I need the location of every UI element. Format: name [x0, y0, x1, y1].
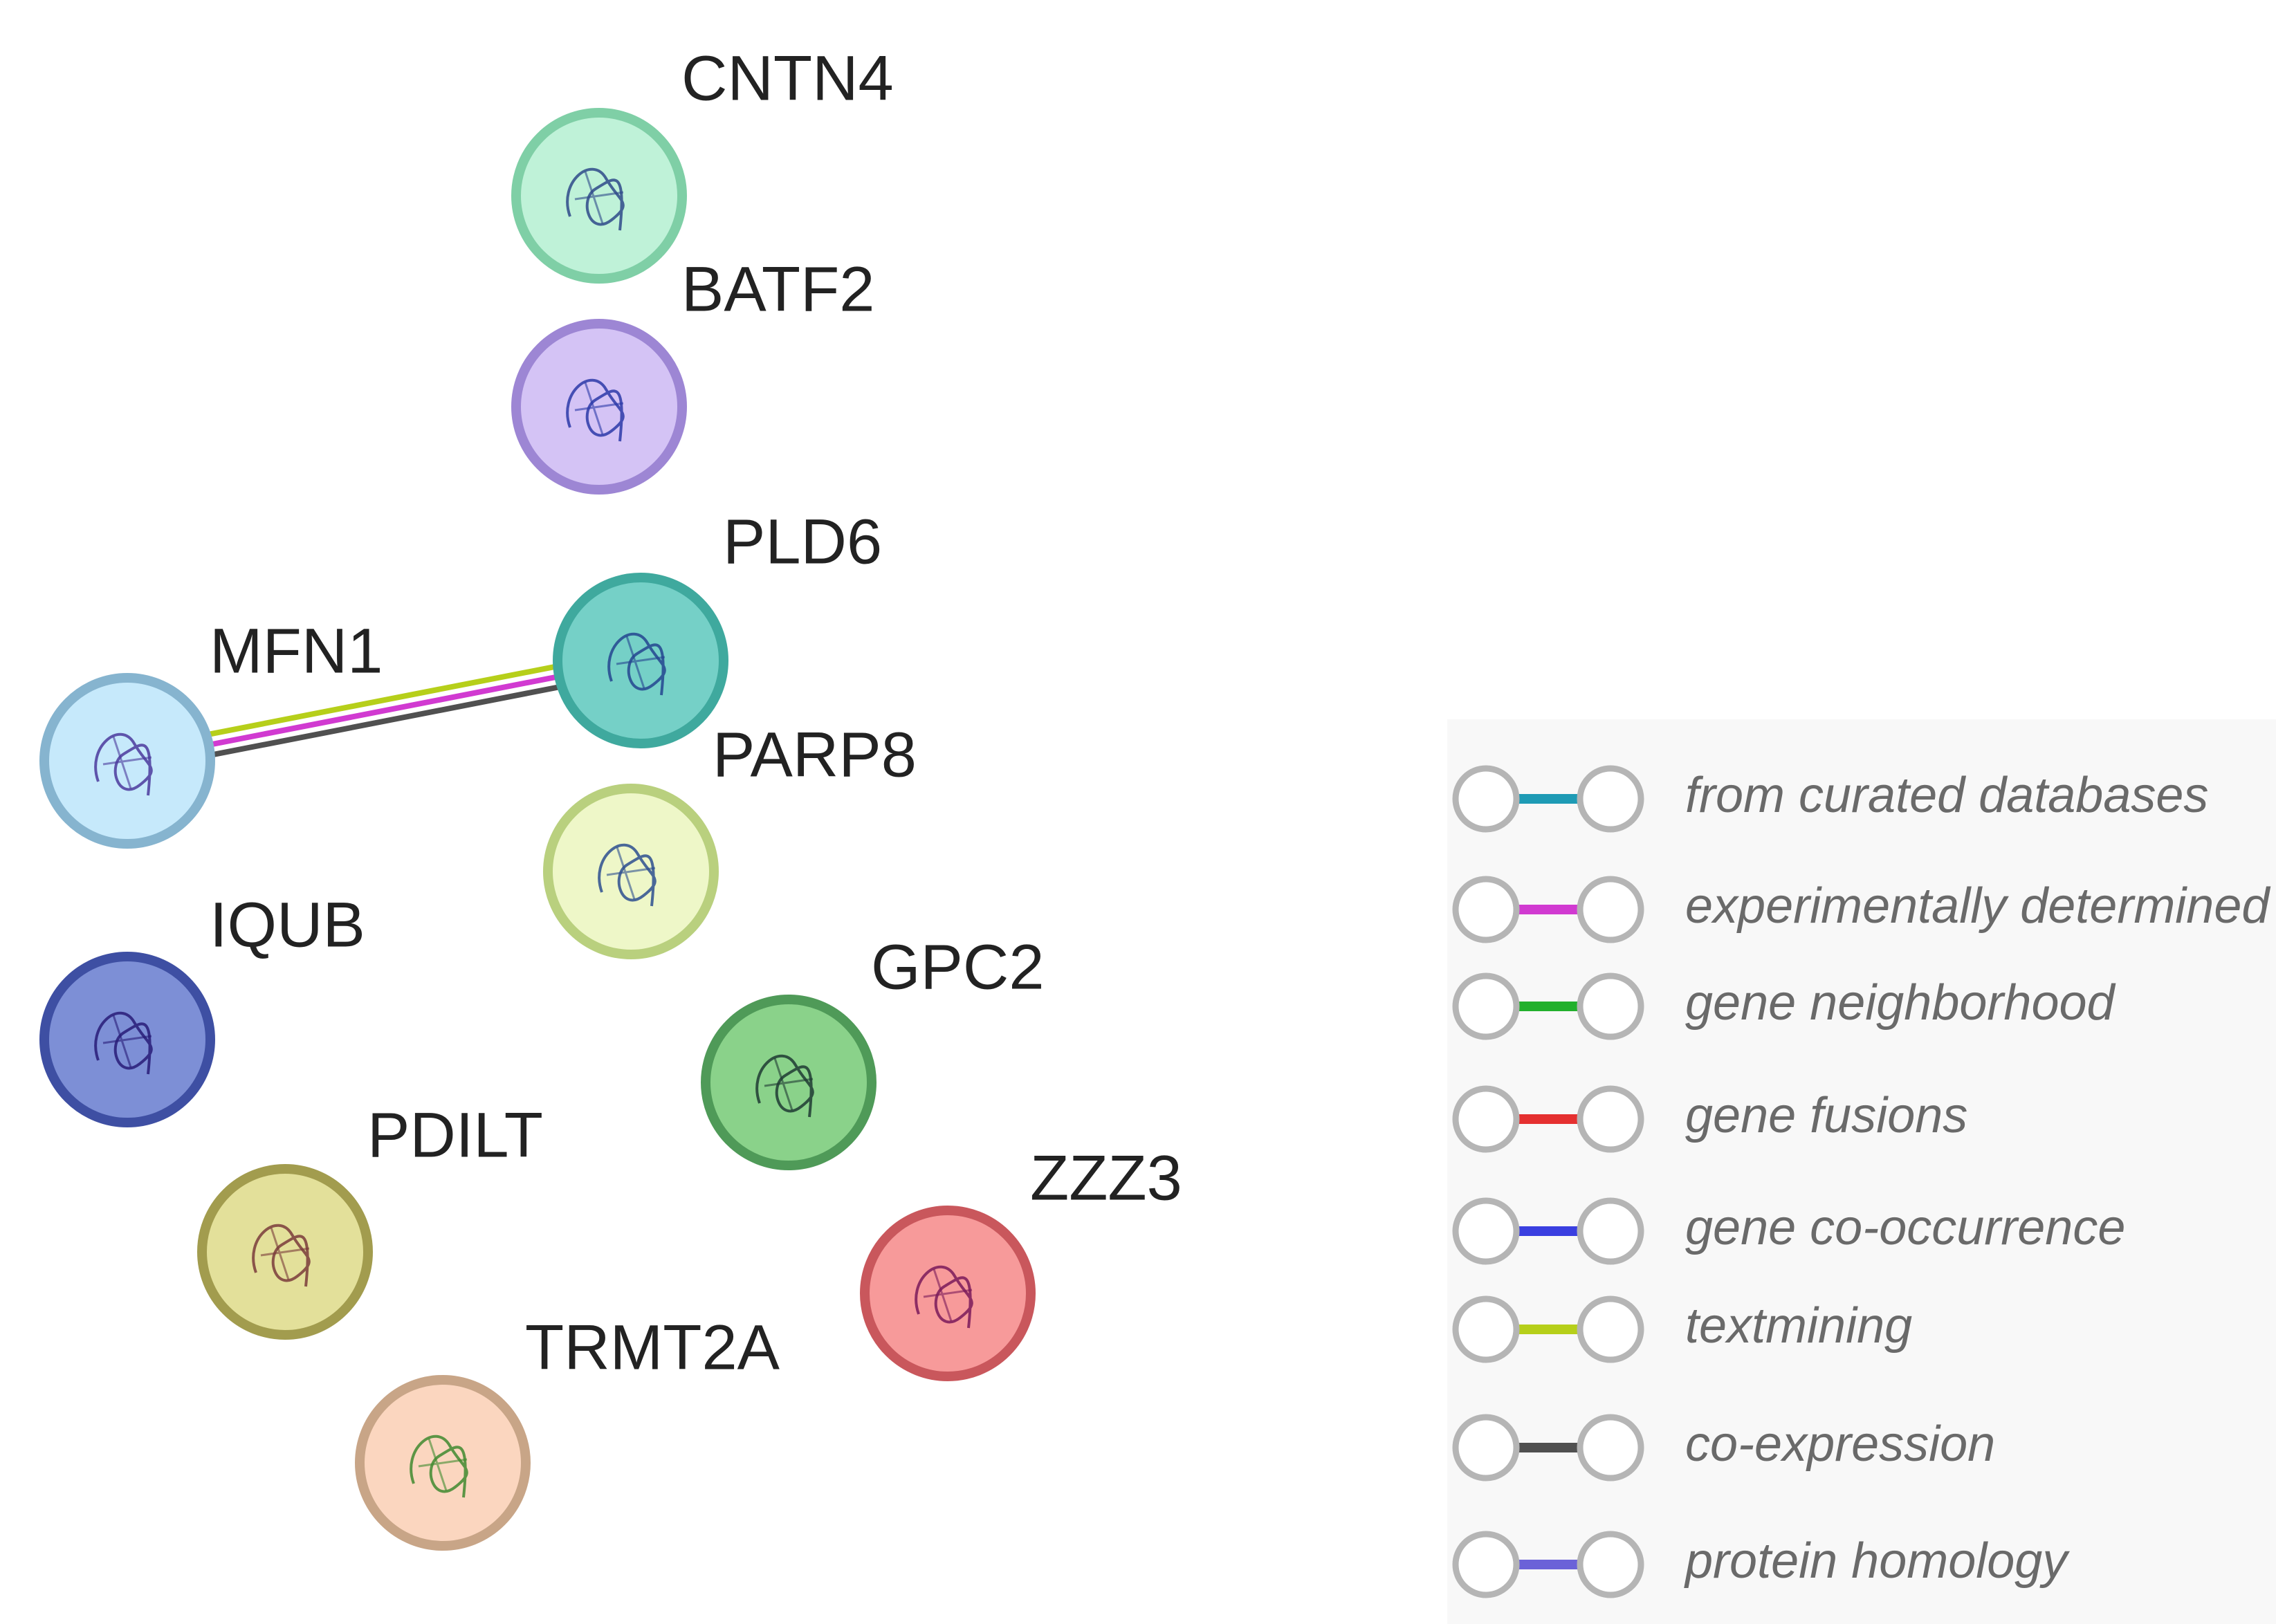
- node-label-pld6: PLD6: [723, 506, 882, 577]
- protein-strand: [606, 847, 656, 900]
- node-pdilt[interactable]: PDILT: [197, 1100, 543, 1340]
- protein-strand: [418, 1438, 468, 1491]
- legend-label-co-expression: co-expression: [1685, 1417, 1995, 1472]
- legend-label-protein-homology: protein homology: [1684, 1533, 2070, 1589]
- legend-node-left: [1452, 1414, 1520, 1482]
- legend-item-protein-homology: protein homology: [1452, 1531, 2070, 1598]
- protein-structure-icon: [566, 378, 625, 442]
- legend-node-left: [1452, 1085, 1520, 1153]
- protein-structure-icon: [252, 1224, 311, 1287]
- legend-node-left: [1452, 876, 1520, 943]
- protein-structure-icon: [566, 167, 625, 231]
- legend-node-right: [1577, 1414, 1644, 1482]
- legend-item-textmining: textmining: [1452, 1295, 1912, 1363]
- legend-item-co-expression: co-expression: [1452, 1414, 1995, 1482]
- protein-structure-icon: [607, 632, 666, 696]
- node-trmt2a[interactable]: TRMT2A: [355, 1312, 780, 1551]
- legend-node-left: [1452, 765, 1520, 833]
- protein-strand: [102, 1015, 152, 1068]
- legend-item-from-curated-databases: from curated databases: [1452, 765, 2208, 833]
- legend: from curated databases experimentally det…: [1447, 719, 2276, 1624]
- legend-node-right: [1577, 876, 1644, 943]
- node-label-zzz3: ZZZ3: [1030, 1143, 1182, 1213]
- node-pld6[interactable]: PLD6: [553, 506, 882, 748]
- legend-node-left: [1452, 1197, 1520, 1265]
- protein-strand: [102, 736, 152, 789]
- node-mfn1[interactable]: MFN1: [39, 616, 383, 849]
- protein-structure-icon: [915, 1265, 973, 1329]
- legend-node-left: [1452, 1295, 1520, 1363]
- node-label-gpc2: GPC2: [871, 932, 1045, 1002]
- legend-label-gene-neighborhood: gene neighborhood: [1685, 975, 2116, 1031]
- protein-structure-icon: [94, 732, 153, 796]
- legend-label-from-curated-databases: from curated databases: [1685, 768, 2208, 823]
- legend-node-right: [1577, 1295, 1644, 1363]
- legend-node-right: [1577, 765, 1644, 833]
- legend-node-right: [1577, 1197, 1644, 1265]
- node-label-pdilt: PDILT: [367, 1100, 543, 1170]
- protein-structure-icon: [598, 843, 657, 907]
- node-gpc2[interactable]: GPC2: [701, 932, 1045, 1170]
- protein-strand: [574, 382, 624, 435]
- protein-structure-icon: [755, 1054, 814, 1118]
- legend-node-right: [1577, 1085, 1644, 1153]
- protein-strand: [616, 636, 666, 689]
- node-iqub[interactable]: IQUB: [39, 889, 365, 1127]
- protein-structure-icon: [94, 1011, 153, 1075]
- legend-node-left: [1452, 1531, 1520, 1598]
- legend-label-experimentally-determined: experimentally determined: [1685, 878, 2270, 934]
- protein-strand: [260, 1227, 310, 1280]
- legend-label-textmining: textmining: [1685, 1298, 1912, 1354]
- legend-item-experimentally-determined: experimentally determined: [1452, 876, 2270, 943]
- protein-strand: [923, 1268, 973, 1322]
- node-batf2[interactable]: BATF2: [511, 254, 874, 495]
- protein-structure-icon: [410, 1434, 468, 1498]
- node-label-parp8: PARP8: [713, 719, 917, 790]
- node-zzz3[interactable]: ZZZ3: [860, 1143, 1182, 1381]
- node-label-iqub: IQUB: [210, 889, 365, 960]
- node-label-cntn4: CNTN4: [681, 43, 894, 113]
- legend-node-left: [1452, 972, 1520, 1040]
- node-label-mfn1: MFN1: [210, 616, 383, 686]
- legend-item-gene-fusions: gene fusions: [1452, 1085, 1967, 1153]
- node-label-trmt2a: TRMT2A: [525, 1312, 780, 1383]
- legend-label-gene-co-occurrence: gene co-occurrence: [1685, 1200, 2125, 1255]
- node-label-batf2: BATF2: [681, 254, 874, 324]
- legend-label-gene-fusions: gene fusions: [1685, 1088, 1967, 1143]
- node-cntn4[interactable]: CNTN4: [511, 43, 894, 284]
- node-parp8[interactable]: PARP8: [543, 719, 917, 959]
- legend-node-right: [1577, 972, 1644, 1040]
- protein-strand: [574, 171, 624, 224]
- legend-item-gene-neighborhood: gene neighborhood: [1452, 972, 2116, 1040]
- protein-strand: [764, 1058, 814, 1111]
- legend-node-right: [1577, 1531, 1644, 1598]
- legend-item-gene-co-occurrence: gene co-occurrence: [1452, 1197, 2125, 1265]
- legend-panel: [1447, 719, 2276, 1624]
